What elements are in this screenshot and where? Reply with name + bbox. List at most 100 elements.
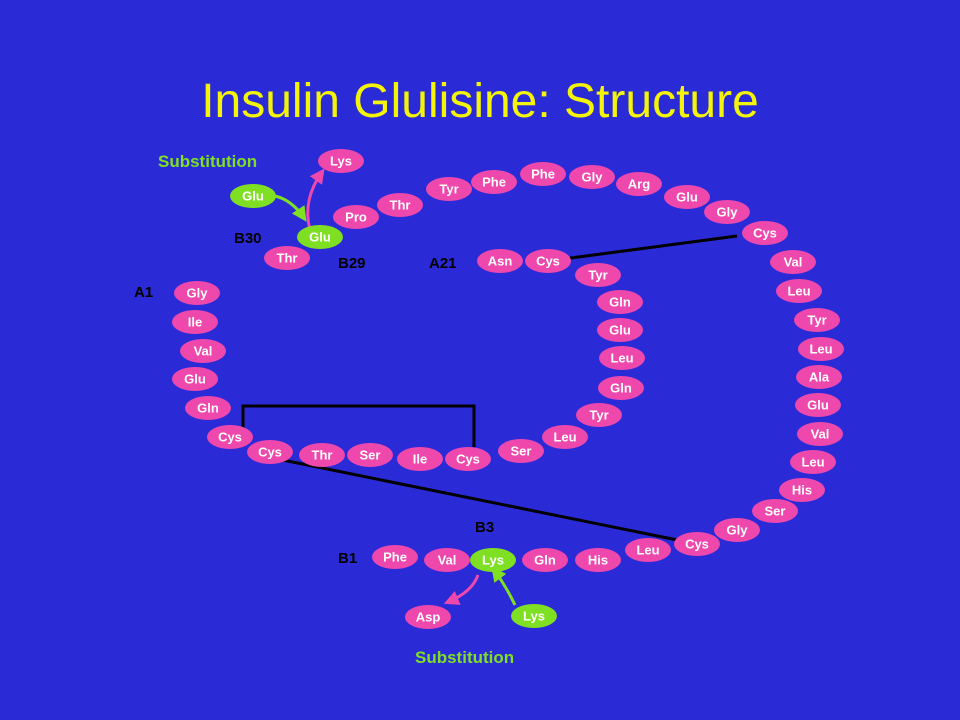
arrow-to-lys-icon [306, 168, 325, 231]
a21-label: A21 [429, 255, 457, 272]
a-chain-residue: Gln [185, 396, 231, 420]
b3-new-residue: Lys [511, 604, 557, 628]
b-chain-residue-label: Ala [809, 370, 830, 385]
a-chain-residue: Ser [498, 439, 544, 463]
a-chain-residue-label: Cys [536, 254, 560, 269]
b-chain-residue-label: Leu [801, 455, 824, 470]
b-chain-residue: Thr [377, 193, 423, 217]
b-chain-residue: Leu [776, 279, 822, 303]
b-chain-residue: Glu [795, 393, 841, 417]
a-chain-residue: Glu [597, 318, 643, 342]
a-chain-residue: Cys [207, 425, 253, 449]
b-chain-residue: Ala [796, 365, 842, 389]
b-chain-residue-label: Glu [807, 398, 829, 413]
b-chain-residue: Val [797, 422, 843, 446]
b29-original-residue-label: Lys [330, 154, 352, 169]
a-chain-residue-label: Glu [184, 372, 206, 387]
b-chain-residue: Tyr [426, 177, 472, 201]
b-chain-residue-label: Thr [390, 198, 411, 213]
b-chain-residue-label: Leu [809, 342, 832, 357]
b-chain-residue-label: Val [811, 427, 830, 442]
b-chain-residue-label: Val [784, 255, 803, 270]
b-chain-residue-label: Gly [582, 170, 604, 185]
a-chain-residue: Leu [599, 346, 645, 370]
b-chain-residue: Val [770, 250, 816, 274]
a-chain-residue-label: Gln [610, 381, 632, 396]
b-chain-residue: Cys [742, 221, 788, 245]
a-chain-residue-label: Tyr [589, 408, 608, 423]
b-chain-residue-label: Gly [727, 523, 749, 538]
b-chain-residue-label: Thr [277, 251, 298, 266]
a-chain-residue-label: Gln [609, 295, 631, 310]
a-chain-residue-label: Leu [610, 351, 633, 366]
b-chain-residue: Val [424, 548, 470, 572]
a-chain-residue: Ile [397, 447, 443, 471]
b-chain-residue: Glu [297, 225, 343, 249]
b-chain-residue-label: Cys [753, 226, 777, 241]
b-chain-residue: Gly [569, 165, 615, 189]
a-chain-residue-label: Ser [360, 448, 381, 463]
a-chain-residue-label: Tyr [588, 268, 607, 283]
b-chain-residue: Ser [752, 499, 798, 523]
a-chain-residue-label: Cys [218, 430, 242, 445]
a-chain-residue: Gln [597, 290, 643, 314]
a-chain-residue: Tyr [575, 263, 621, 287]
b-chain-residue: Leu [790, 450, 836, 474]
arrow-to-asp-icon [443, 574, 480, 605]
b-chain-residue-label: Val [438, 553, 457, 568]
a-chain-residue: Thr [299, 443, 345, 467]
a-chain-residue-label: Cys [258, 445, 282, 460]
b-chain-residue: Gly [704, 200, 750, 224]
b-chain-residue: His [779, 478, 825, 502]
b-chain-residue: Glu [664, 185, 710, 209]
b-chain-residue: Gln [522, 548, 568, 572]
a-chain-residue-label: Ile [188, 315, 202, 330]
page-title: Insulin Glulisine: Structure [201, 75, 759, 128]
bond-a6-a11 [241, 404, 476, 447]
a-chain-residue-label: Gln [197, 401, 219, 416]
b-chain-residue: Leu [625, 538, 671, 562]
b-chain-residue: His [575, 548, 621, 572]
a-chain-residue-label: Gly [187, 286, 209, 301]
b-chain-residue-label: Phe [531, 167, 555, 182]
b30-label: B30 [234, 230, 262, 247]
a-chain-residue-label: Ser [511, 444, 532, 459]
a-chain-residue: Ser [347, 443, 393, 467]
bond-a20-b19 [547, 234, 738, 263]
arrow-glu-in-icon [274, 194, 307, 222]
b3-original-residue: Asp [405, 605, 451, 629]
b3-new-residue-label: Lys [523, 609, 545, 624]
b-chain-residue-label: Glu [309, 230, 331, 245]
b-chain-residue-label: Leu [787, 284, 810, 299]
a1-label: A1 [134, 284, 153, 301]
disulfide-bonds [241, 234, 738, 546]
a-chain-residue: Cys [525, 249, 571, 273]
a-chain-residue: Val [180, 339, 226, 363]
a-chain-residue: Cys [445, 447, 491, 471]
b-chain-residue-label: Tyr [439, 182, 458, 197]
b-chain-residue-label: Phe [383, 550, 407, 565]
b3-label: B3 [475, 519, 494, 536]
arrow-lys-in-icon [491, 566, 517, 606]
b-chain-residue-label: Gly [717, 205, 739, 220]
b29-original-residue: Lys [318, 149, 364, 173]
b29-new-residue: Glu [230, 184, 276, 208]
b-chain-residue-label: Glu [676, 190, 698, 205]
b-chain-residue-label: His [792, 483, 812, 498]
b-chain-residue: Leu [798, 337, 844, 361]
a-chain-residue: Cys [247, 440, 293, 464]
b-chain-residue: Pro [333, 205, 379, 229]
a-chain-residue-label: Ile [413, 452, 427, 467]
a-chain-residue: Gly [174, 281, 220, 305]
a-chain-residue-label: Cys [456, 452, 480, 467]
b-chain-residue: Thr [264, 246, 310, 270]
b29-label: B29 [338, 255, 366, 272]
a-chain-residue-label: Leu [553, 430, 576, 445]
b-chain-residue: Tyr [794, 308, 840, 332]
b-chain-residue-label: Gln [534, 553, 556, 568]
substitution-label-bottom: Substitution [415, 648, 514, 667]
substitution-arrows [274, 168, 517, 606]
